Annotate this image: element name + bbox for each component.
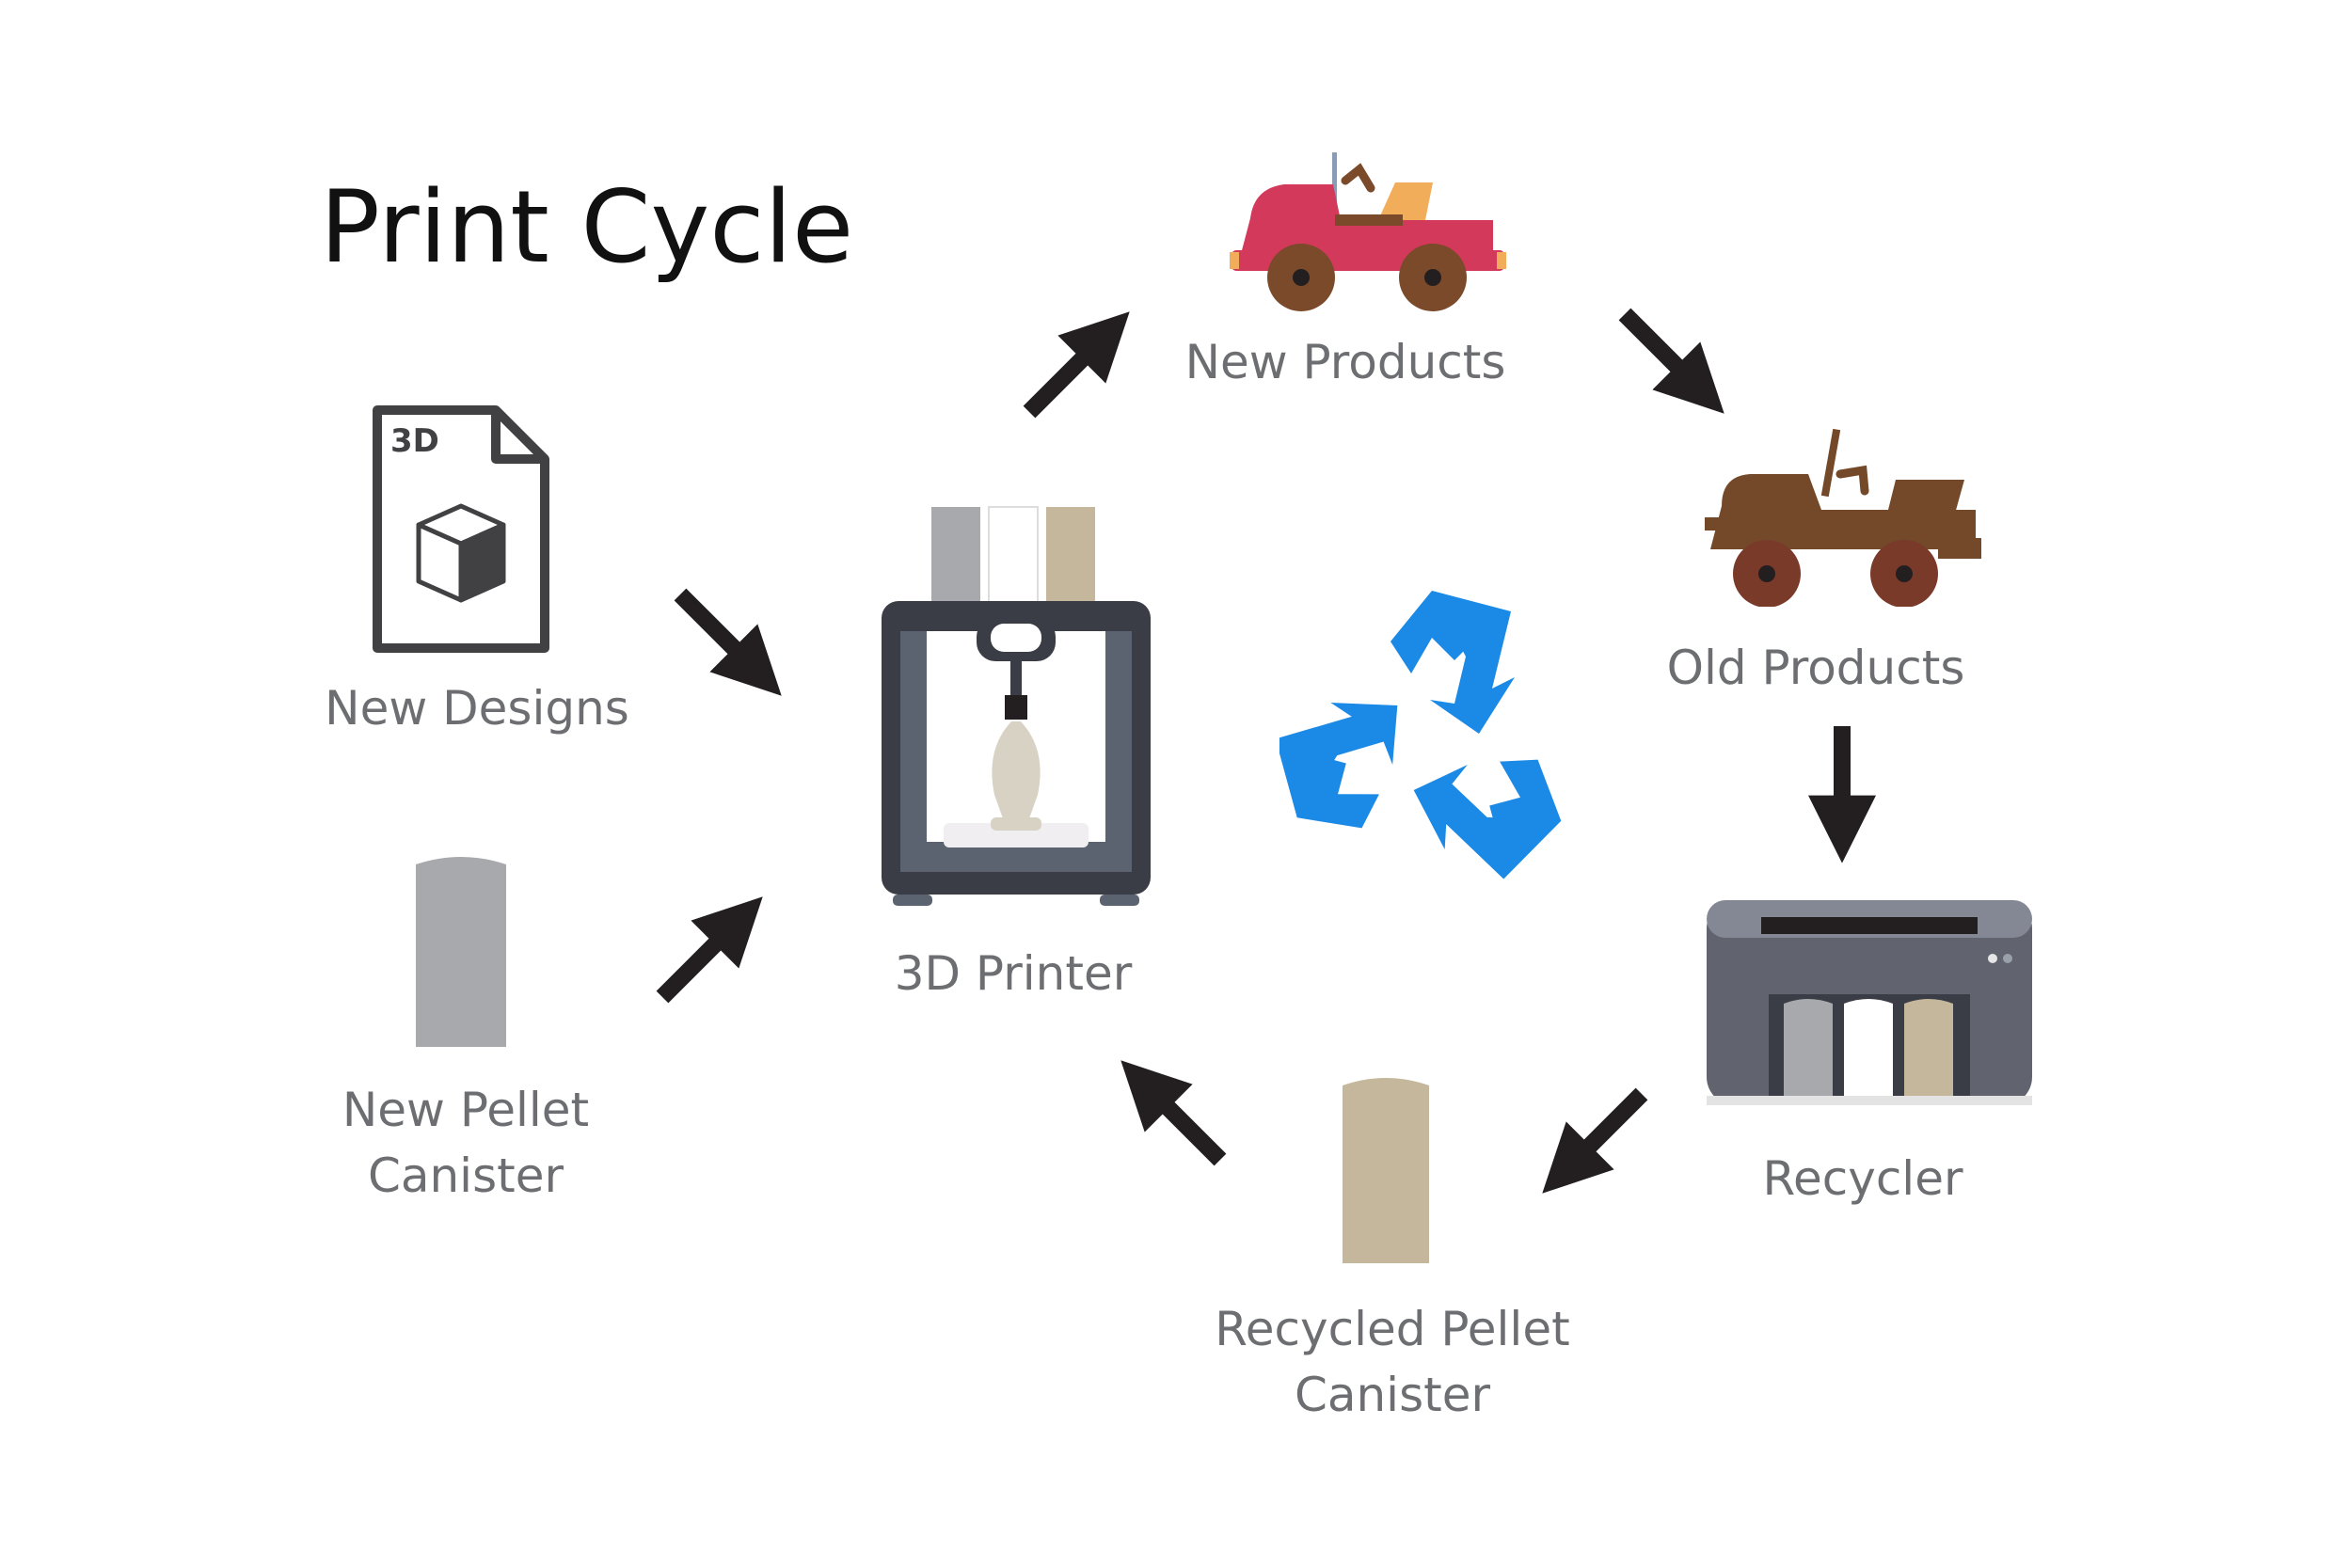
new-products-label: New Products bbox=[1184, 335, 1506, 389]
red-toy-car-icon bbox=[1230, 152, 1506, 311]
recycler-label: Recycler bbox=[1762, 1151, 1963, 1206]
3d-file-badge: 3D bbox=[390, 422, 439, 460]
recycled-pellet-label-line2: Canister bbox=[1294, 1368, 1491, 1422]
arrow-recycler-to-recycled-pellet bbox=[1542, 1087, 1648, 1194]
old-products-label: Old Products bbox=[1666, 641, 1965, 695]
3d-printer-icon bbox=[882, 506, 1151, 906]
arrow-new-products-to-old-products bbox=[1618, 308, 1724, 414]
recycled-pellet-canister-icon bbox=[1343, 1078, 1429, 1263]
arrow-printer-to-new-products bbox=[1023, 311, 1130, 419]
arrow-pellet-to-printer bbox=[656, 896, 763, 1004]
printer-label: 3D Printer bbox=[894, 946, 1133, 1001]
page-title: Print Cycle bbox=[320, 169, 854, 285]
recycle-icon bbox=[1279, 591, 1562, 879]
3d-file-icon: 3D bbox=[373, 405, 549, 653]
arrow-recycled-pellet-to-printer bbox=[1120, 1060, 1227, 1166]
arrow-new-designs-to-printer bbox=[674, 588, 782, 696]
new-pellet-label-line2: Canister bbox=[367, 1148, 564, 1203]
new-pellet-label-line1: New Pellet bbox=[342, 1083, 590, 1137]
new-pellet-canister-icon bbox=[416, 857, 506, 1047]
brown-toy-car-icon bbox=[1705, 428, 1981, 607]
recycler-machine-icon bbox=[1707, 900, 2032, 1105]
recycled-pellet-label-line1: Recycled Pellet bbox=[1215, 1302, 1570, 1356]
new-designs-label: New Designs bbox=[325, 681, 629, 736]
